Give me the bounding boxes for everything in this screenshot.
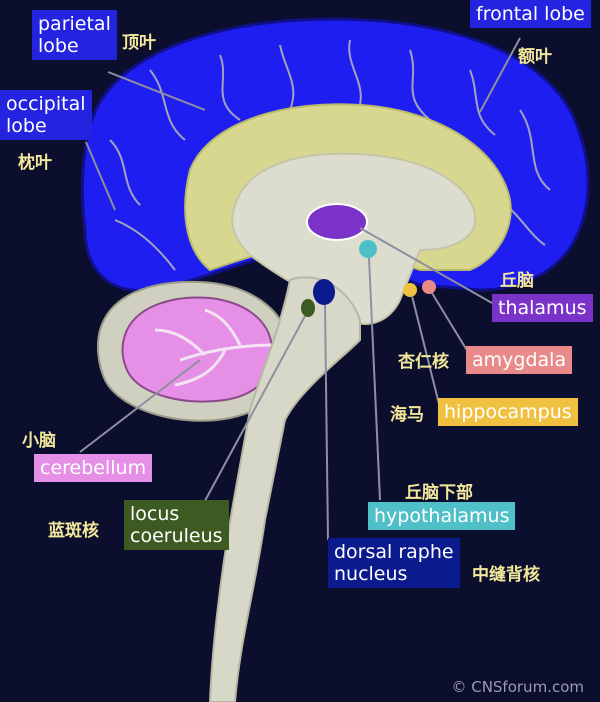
label-cerebellum-cn: 小脑 [22,431,56,451]
label-hippocampus: hippocampus [438,398,578,426]
label-parietal-lobe-cn: 顶叶 [122,33,156,53]
label-parietal-lobe: parietal lobe [32,10,117,60]
label-locus-coeruleus: locus coeruleus [124,500,229,550]
label-dorsal-raphe-nucleus: dorsal raphe nucleus [328,538,460,588]
hippocampus-structure [403,283,417,297]
label-hypothalamus: hypothalamus [368,502,516,530]
label-dorsal-raphe-nucleus-cn: 中缝背核 [472,565,540,585]
arbor-vitae [154,308,276,387]
label-cerebellum: cerebellum [34,454,153,482]
hypothalamus-structure [359,240,377,258]
label-hippocampus-cn: 海马 [390,405,424,425]
label-occipital-lobe-cn: 枕叶 [18,153,52,173]
label-occipital-lobe: occipital lobe [0,90,92,140]
label-thalamus-cn: 丘脑 [500,271,534,291]
dorsal-raphe-structure [313,279,335,305]
label-hypothalamus-cn: 丘脑下部 [405,483,473,503]
label-thalamus: thalamus [492,294,593,322]
label-frontal-lobe-cn: 额叶 [518,47,552,67]
label-amygdala: amygdala [466,346,573,374]
credit-text: © CNSforum.com [451,678,584,696]
sulci-lines [109,39,551,271]
label-amygdala-cn: 杏仁核 [398,352,449,372]
amygdala-structure [422,280,436,294]
brain-stem-shape [208,276,361,702]
inner-core-shape [231,152,477,325]
label-frontal-lobe: frontal lobe [470,0,591,28]
thalamus-structure [306,203,368,241]
locus-coeruleus-structure [301,299,315,317]
label-locus-coeruleus-cn: 蓝斑核 [48,521,99,541]
leader-lines [79,37,521,541]
